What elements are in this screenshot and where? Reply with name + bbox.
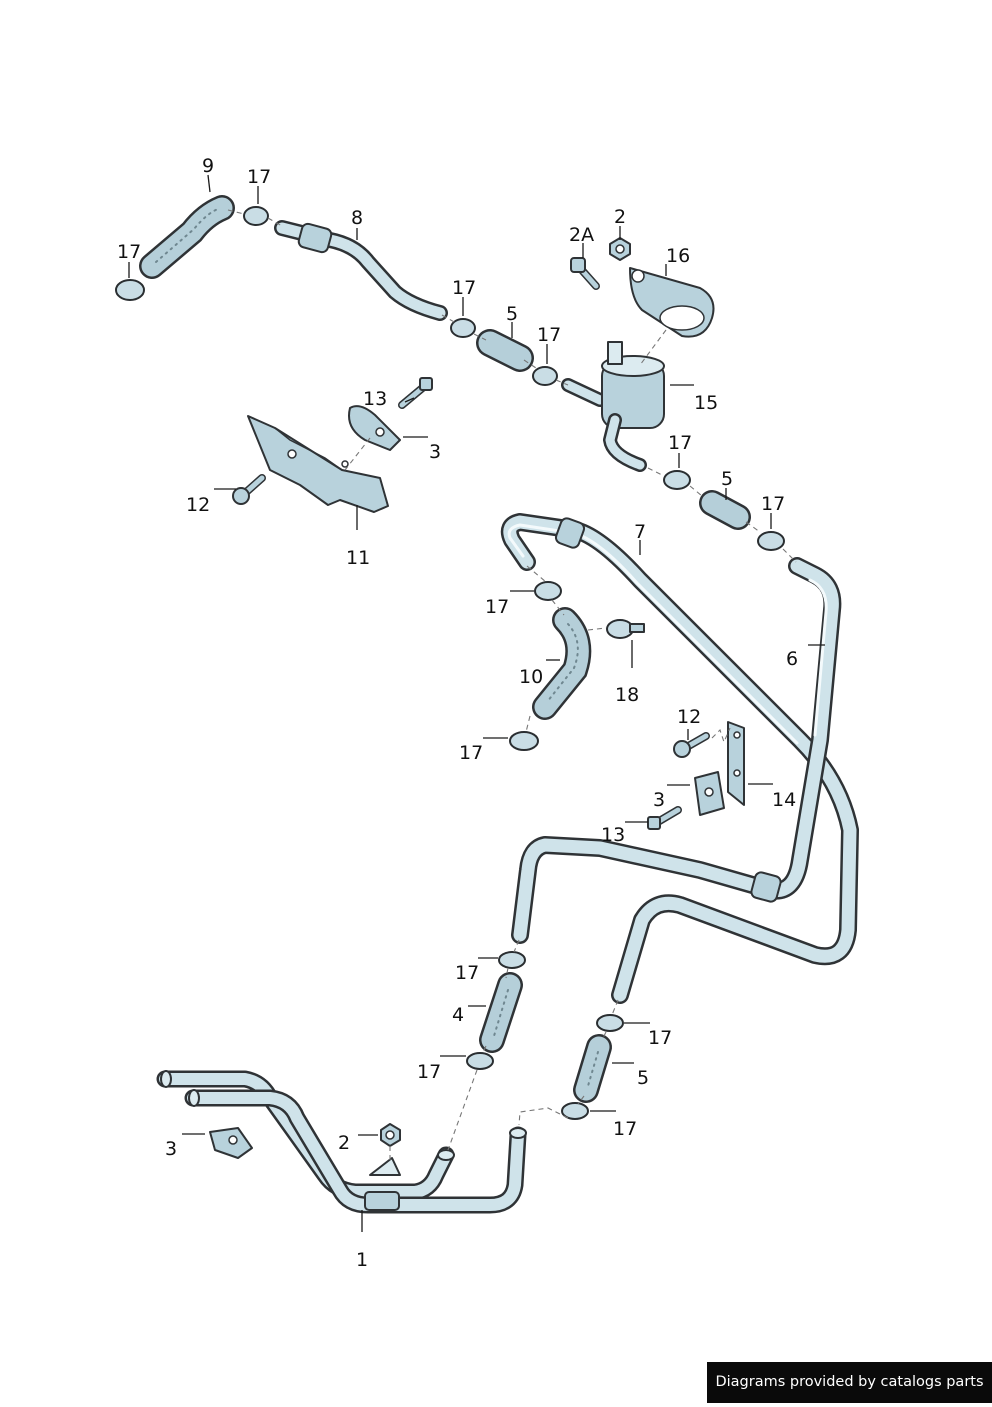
label-4: 4 xyxy=(452,1004,464,1026)
label-13: 13 xyxy=(601,824,625,846)
bolt-12-top xyxy=(232,474,266,505)
pump-15 xyxy=(561,341,665,472)
label-17: 17 xyxy=(247,166,271,188)
label-17: 17 xyxy=(761,493,785,515)
label-5: 5 xyxy=(506,303,518,325)
label-13: 13 xyxy=(363,388,387,410)
label-16: 16 xyxy=(666,245,690,267)
label-17: 17 xyxy=(452,277,476,299)
label-10: 10 xyxy=(519,666,543,688)
label-3: 3 xyxy=(429,441,441,463)
bracket-14 xyxy=(727,721,745,806)
bracket-16 xyxy=(629,267,715,338)
clamp-17 xyxy=(115,206,785,1120)
label-17: 17 xyxy=(648,1027,672,1049)
hose-4 xyxy=(479,972,523,1053)
label-17: 17 xyxy=(613,1118,637,1140)
label-3: 3 xyxy=(653,789,665,811)
clip-18 xyxy=(606,619,645,639)
footer-credit: Diagrams provided by catalogs parts xyxy=(707,1362,992,1403)
bolt-2A xyxy=(570,257,600,290)
alignment-lines xyxy=(227,209,797,1160)
bracket-11 xyxy=(247,415,389,513)
label-18: 18 xyxy=(615,684,639,706)
label-17: 17 xyxy=(459,742,483,764)
label-2: 2 xyxy=(614,206,626,228)
pipe-7 xyxy=(500,513,859,1004)
label-5: 5 xyxy=(637,1067,649,1089)
clip-3-top xyxy=(348,405,401,451)
clip-3-mid xyxy=(694,771,725,816)
label-6: 6 xyxy=(786,648,798,670)
label-2A: 2A xyxy=(569,224,594,246)
hose-5-mid xyxy=(699,490,751,530)
label-15: 15 xyxy=(694,392,718,414)
pipe-6 xyxy=(511,557,842,944)
label-17: 17 xyxy=(537,324,561,346)
label-17: 17 xyxy=(417,1061,441,1083)
hose-10 xyxy=(532,607,592,720)
label-9: 9 xyxy=(202,155,214,177)
nut-2-top xyxy=(609,237,631,261)
nut-2-bottom xyxy=(380,1123,401,1147)
label-1: 1 xyxy=(356,1249,368,1271)
label-17: 17 xyxy=(455,962,479,984)
label-5: 5 xyxy=(721,468,733,490)
label-14: 14 xyxy=(772,789,796,811)
label-8: 8 xyxy=(351,207,363,229)
hose-5-top xyxy=(476,329,534,372)
pipe-1 xyxy=(156,1070,527,1214)
label-7: 7 xyxy=(634,521,646,543)
clip-3-bottom xyxy=(209,1127,253,1159)
leader-lines xyxy=(128,174,825,1232)
label-2: 2 xyxy=(338,1132,350,1154)
label-17: 17 xyxy=(117,241,141,263)
callout-labels: 9 17 17 8 17 5 17 2A 2 16 15 13 3 12 11 … xyxy=(117,155,798,1271)
label-17: 17 xyxy=(485,596,509,618)
bolt-13-mid xyxy=(647,806,682,830)
label-12: 12 xyxy=(186,494,210,516)
hose-9 xyxy=(139,195,235,279)
label-17: 17 xyxy=(668,432,692,454)
bolt-12-mid xyxy=(673,732,710,758)
pipe-8 xyxy=(274,220,448,321)
label-12: 12 xyxy=(677,706,701,728)
label-11: 11 xyxy=(346,547,370,569)
hose-5-bottom xyxy=(573,1034,612,1103)
label-3: 3 xyxy=(165,1138,177,1160)
